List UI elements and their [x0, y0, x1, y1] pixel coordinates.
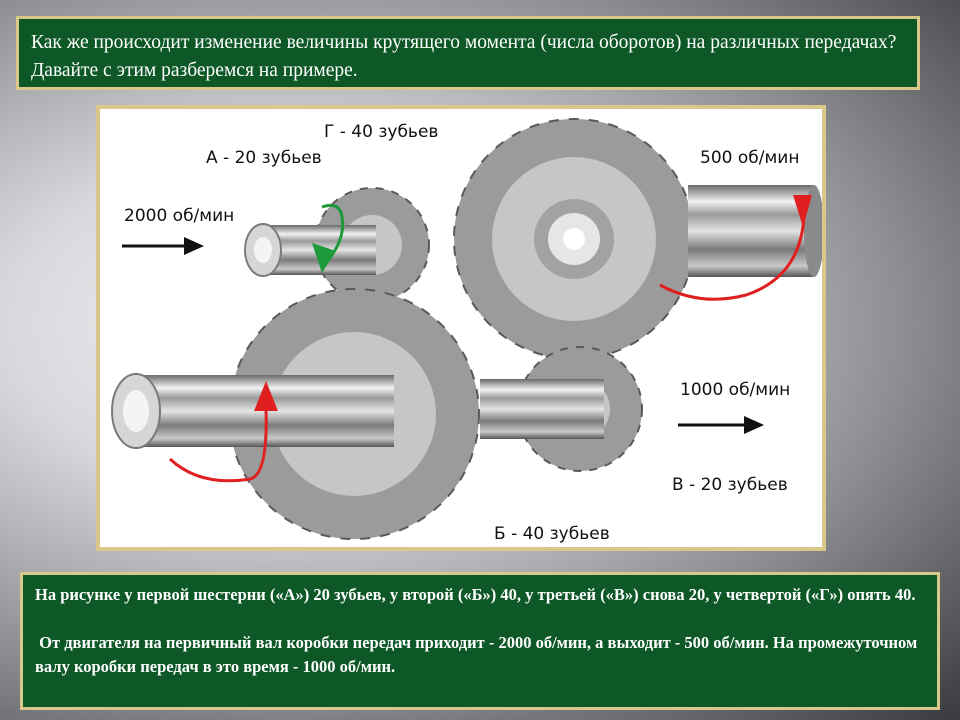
rotation-arrow-output-head-icon [793, 195, 812, 227]
rotation-arrow-intermediate-head-icon [254, 381, 278, 411]
middle-direction-arrow-icon [678, 416, 764, 434]
label-speed-intermediate: 1000 об/мин [680, 380, 790, 400]
gear-g-icon [453, 118, 695, 360]
explanation-paragraph-2: От двигателя на первичный вал коробки пе… [35, 633, 922, 676]
label-gear-a: А - 20 зубьев [206, 148, 322, 168]
explanation-paragraph-1: На рисунке у первой шестерни («А») 20 зу… [35, 585, 916, 604]
intro-text: Как же происходит изменение величины кру… [31, 32, 897, 81]
label-gear-v: В - 20 зубьев [672, 475, 788, 495]
intermediate-shaft-icon [480, 379, 604, 439]
label-gear-g: Г - 40 зубьев [324, 122, 438, 142]
input-direction-arrow-icon [122, 237, 204, 255]
rotation-arrow-intermediate-icon [168, 408, 268, 483]
rotation-arrow-output-icon [659, 216, 806, 301]
label-speed-output: 500 об/мин [700, 148, 799, 168]
label-speed-input: 2000 об/мин [124, 206, 234, 226]
input-shaft-icon [244, 223, 376, 277]
gear-diagram: Г - 40 зубьев А - 20 зубьев 2000 об/мин … [96, 105, 826, 551]
rotation-arrow-input-head-icon [312, 243, 336, 273]
label-gear-b: Б - 40 зубьев [494, 524, 610, 544]
output-shaft-icon [688, 185, 822, 277]
explanation-textbox: На рисунке у первой шестерни («А») 20 зу… [20, 572, 940, 710]
rotation-arrow-input-icon [321, 203, 345, 264]
intro-textbox: Как же происходит изменение величины кру… [16, 16, 920, 90]
intermediate-shaft-left-icon [111, 373, 394, 449]
